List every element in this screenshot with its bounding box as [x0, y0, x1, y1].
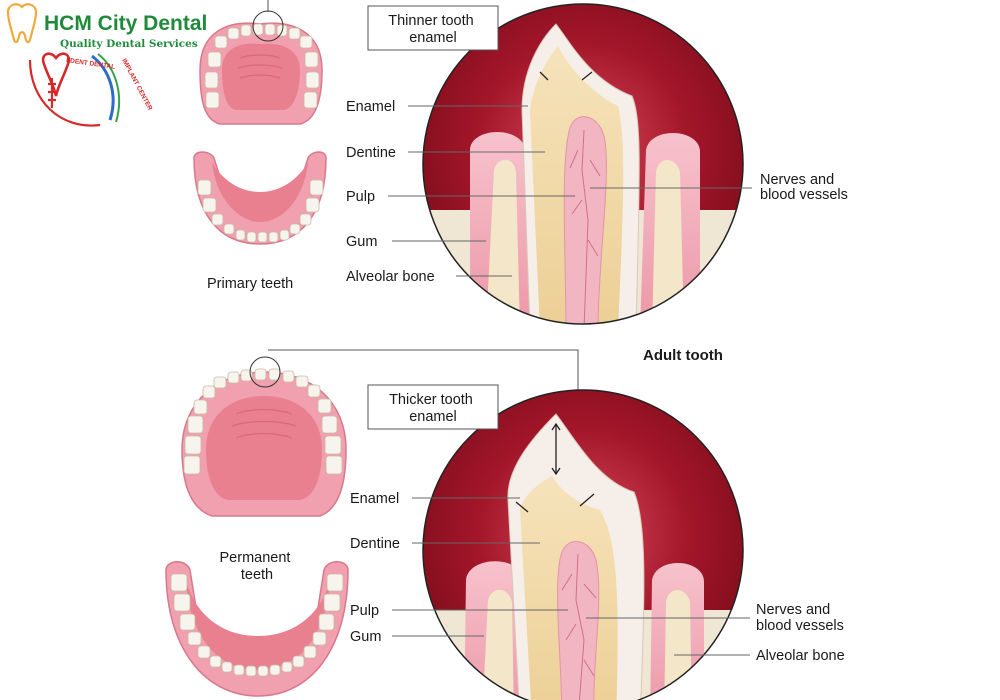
adult-nerves-line1: Nerves and — [756, 602, 830, 618]
primary-upper-teeth — [204, 23, 320, 109]
adult-callout: Thicker tooth enamel — [367, 384, 499, 430]
adult-callout-line1: Thicker tooth — [389, 392, 473, 408]
adult-label-dentine: Dentine — [350, 536, 400, 552]
permanent-caption-line1: Permanent — [220, 550, 291, 566]
primary-label-nerves: Nerves and blood vessels — [760, 172, 848, 203]
primary-callout-line2: enamel — [409, 30, 457, 46]
primary-upper-arch — [199, 10, 323, 125]
adult-tooth-highlight-ring — [249, 356, 281, 388]
primary-labels: Enamel Dentine Pulp Gum Alveolar bone Ne… — [346, 99, 848, 285]
primary-nerves-line1: Nerves and — [760, 172, 834, 188]
primary-callout-line1: Thinner tooth — [388, 13, 473, 29]
primary-nerves-line2: blood vessels — [760, 187, 848, 203]
adult-connector-line — [268, 349, 579, 390]
adult-heading: Adult tooth — [643, 347, 723, 364]
adult-pulp — [557, 541, 600, 700]
adult-callout-text: Thicker tooth enamel — [389, 392, 477, 425]
brand-tagline: Quality Dental Services — [60, 38, 198, 50]
permanent-caption-line2: teeth — [241, 567, 273, 583]
primary-nerve-lines — [569, 129, 601, 324]
brand-logo: HCM City Dental Quality Dental Services … — [6, 3, 207, 127]
brand-name: HCM City Dental — [44, 12, 207, 35]
adult-callout-line2: enamel — [409, 409, 457, 425]
adult-label-pulp: Pulp — [350, 603, 379, 619]
primary-lower-teeth — [197, 179, 324, 243]
primary-magnified-view — [422, 3, 744, 325]
adult-label-nerves: Nerves and blood vessels — [756, 602, 844, 634]
permanent-teeth-caption: Permanent teeth — [220, 550, 295, 583]
brand-arc-right: IMPLANT CENTER — [120, 58, 153, 112]
adult-label-alveolar-bone: Alveolar bone — [756, 648, 845, 664]
primary-callout-text: Thinner tooth enamel — [388, 13, 477, 46]
adult-enamel-thickness-arrows — [515, 422, 595, 513]
primary-label-enamel: Enamel — [346, 99, 395, 115]
adult-nerves-line2: blood vessels — [756, 618, 844, 634]
primary-callout: Thinner tooth enamel — [367, 5, 499, 51]
primary-label-dentine: Dentine — [346, 145, 396, 161]
implant-heart-emblem — [28, 52, 121, 127]
adult-lower-teeth — [170, 573, 344, 677]
adult-labels: Enamel Dentine Pulp Gum Nerves and blood… — [350, 491, 845, 664]
primary-label-pulp: Pulp — [346, 189, 375, 205]
primary-teeth-caption: Primary teeth — [207, 276, 293, 292]
primary-label-gum: Gum — [346, 234, 377, 250]
adult-upper-teeth — [183, 368, 343, 475]
adult-lower-arch — [165, 561, 349, 697]
tooth-logo-icon — [6, 3, 38, 44]
primary-lower-arch — [193, 151, 327, 245]
primary-label-alveolar-bone: Alveolar bone — [346, 269, 435, 285]
primary-enamel-thickness-arrows — [539, 71, 593, 81]
adult-label-enamel: Enamel — [350, 491, 399, 507]
adult-nerve-lines — [561, 553, 597, 700]
adult-label-gum: Gum — [350, 629, 381, 645]
adult-magnified-view — [422, 389, 744, 700]
adult-upper-arch — [181, 356, 347, 517]
brand-arc-left: FDENT DENTAL — [66, 57, 116, 71]
